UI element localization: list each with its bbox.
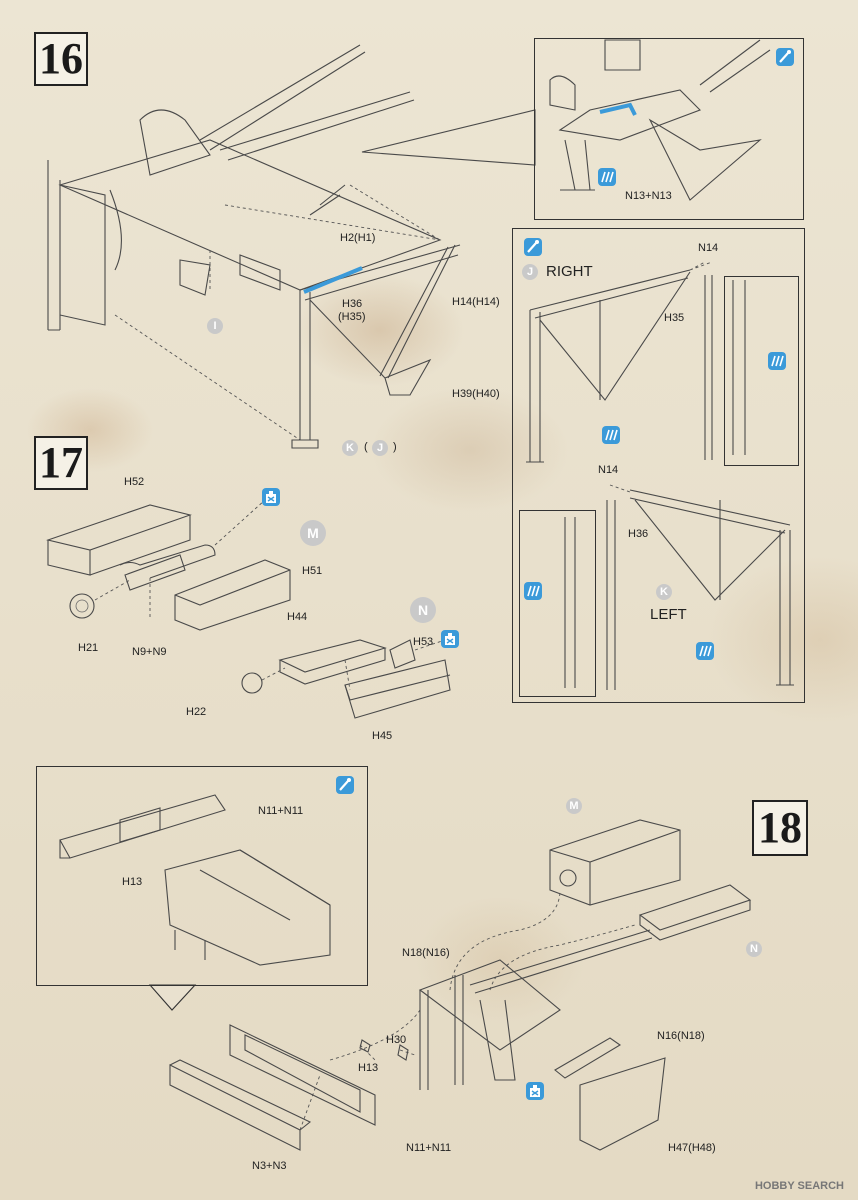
label-h45: H45: [372, 730, 393, 742]
paint-brush-icon: [524, 238, 542, 256]
label-n14-left: N14: [598, 464, 619, 476]
label-paren-open: (: [364, 441, 368, 453]
label-n16: N16(N18): [657, 1030, 705, 1042]
cement-bottle-icon: [524, 582, 542, 600]
parts-tree-n-18: N: [746, 941, 762, 957]
label-left: LEFT: [650, 606, 687, 623]
step-number-16: 16: [34, 32, 88, 86]
label-h21: H21: [78, 642, 99, 654]
label-n9: N9+N9: [132, 646, 167, 658]
glue-icon: [262, 488, 280, 506]
label-h36-left: H36: [628, 528, 649, 540]
step18-callout-panel: [36, 766, 368, 986]
paint-brush-icon: [776, 48, 794, 66]
glue-icon: [526, 1082, 544, 1100]
parts-tree-j-right: J: [522, 264, 538, 280]
parts-tree-m: M: [300, 520, 326, 546]
cement-bottle-icon: [598, 168, 616, 186]
step18-drawing: [169, 819, 752, 1151]
label-h35: (H35): [338, 311, 366, 323]
cement-bottle-icon: [696, 642, 714, 660]
parts-tree-m-18: M: [566, 798, 582, 814]
label-n11-callout: N11+N11: [258, 805, 304, 817]
glue-icon: [441, 630, 459, 648]
cement-bottle-icon: [602, 426, 620, 444]
step-number-18: 18: [752, 800, 808, 856]
label-h36: H36: [342, 298, 363, 310]
label-h35-right: H35: [664, 312, 685, 324]
parts-tree-i: I: [207, 318, 223, 334]
label-h22: H22: [186, 706, 207, 718]
label-h51: H51: [302, 565, 323, 577]
step16-inset-panel: [534, 38, 804, 220]
parts-tree-k: K: [342, 440, 358, 456]
step16-side-panel: [512, 228, 805, 703]
parts-tree-n: N: [410, 597, 436, 623]
label-h2: H2(H1): [340, 232, 376, 244]
label-n11: N11+N11: [406, 1142, 452, 1154]
label-h13-callout: H13: [122, 876, 143, 888]
label-h30: H30: [386, 1034, 407, 1046]
label-n18: N18(N16): [402, 947, 450, 959]
step16-drawing: [47, 44, 536, 449]
step16-left-detail-box: [519, 510, 596, 697]
step16-side-drawings: [526, 261, 794, 690]
label-h44: H44: [287, 611, 308, 623]
label-n3: N3+N3: [252, 1160, 287, 1172]
step16-inset-drawing: [549, 39, 771, 201]
step16-right-detail-box: [724, 276, 799, 466]
label-n13: N13+N13: [625, 190, 672, 202]
label-right: RIGHT: [546, 263, 593, 280]
paint-brush-icon: [336, 776, 354, 794]
step-number-17: 17: [34, 436, 88, 490]
parts-tree-k-left: K: [656, 584, 672, 600]
label-h47: H47(H48): [668, 1142, 716, 1154]
label-paren-close: ): [393, 441, 397, 453]
label-h52: H52: [124, 476, 145, 488]
step17-drawing: [46, 499, 451, 719]
watermark: HOBBY SEARCH: [754, 1180, 844, 1192]
label-h39: H39(H40): [452, 388, 500, 400]
label-h53: H53: [413, 636, 434, 648]
label-n14-right: N14: [698, 242, 719, 254]
parts-tree-j: J: [372, 440, 388, 456]
label-h14: H14(H14): [452, 296, 500, 308]
cement-bottle-icon: [768, 352, 786, 370]
label-h13: H13: [358, 1062, 379, 1074]
step18-callout-drawing: [59, 794, 331, 1011]
